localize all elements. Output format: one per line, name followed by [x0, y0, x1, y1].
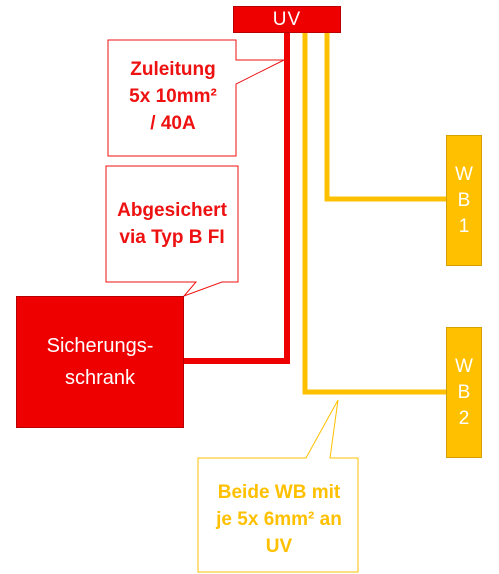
wallbox-2-label: W B 2	[455, 355, 473, 429]
supply-cable-line	[184, 33, 290, 364]
beide-wb-callout-text: Beide WB mit je 5x 6mm² an UV	[216, 482, 342, 557]
wallbox-1-label: W B 1	[455, 163, 473, 237]
zuleitung-callout-text: Zuleitung 5x 10mm² / 40A	[129, 59, 217, 134]
sicherungsschrank-label: Sicherungs- schrank	[46, 335, 154, 389]
uv-label: UV	[272, 8, 302, 30]
wallbox-2: W B 2	[446, 327, 482, 458]
sicherungsschrank-box: Sicherungs- schrank	[16, 296, 184, 428]
wallbox-1: W B 1	[446, 135, 482, 266]
beide-wb-callout-bubble	[197, 399, 359, 573]
uv-box: UV	[233, 6, 341, 33]
wb1-cable-line	[324, 33, 446, 202]
zuleitung-callout-bubble	[107, 39, 285, 157]
abgesichert-callout-bubble	[105, 165, 239, 298]
wb2-cable-line	[302, 33, 446, 395]
abgesichert-callout-text: Abgesichert via Typ B FI	[117, 200, 227, 248]
